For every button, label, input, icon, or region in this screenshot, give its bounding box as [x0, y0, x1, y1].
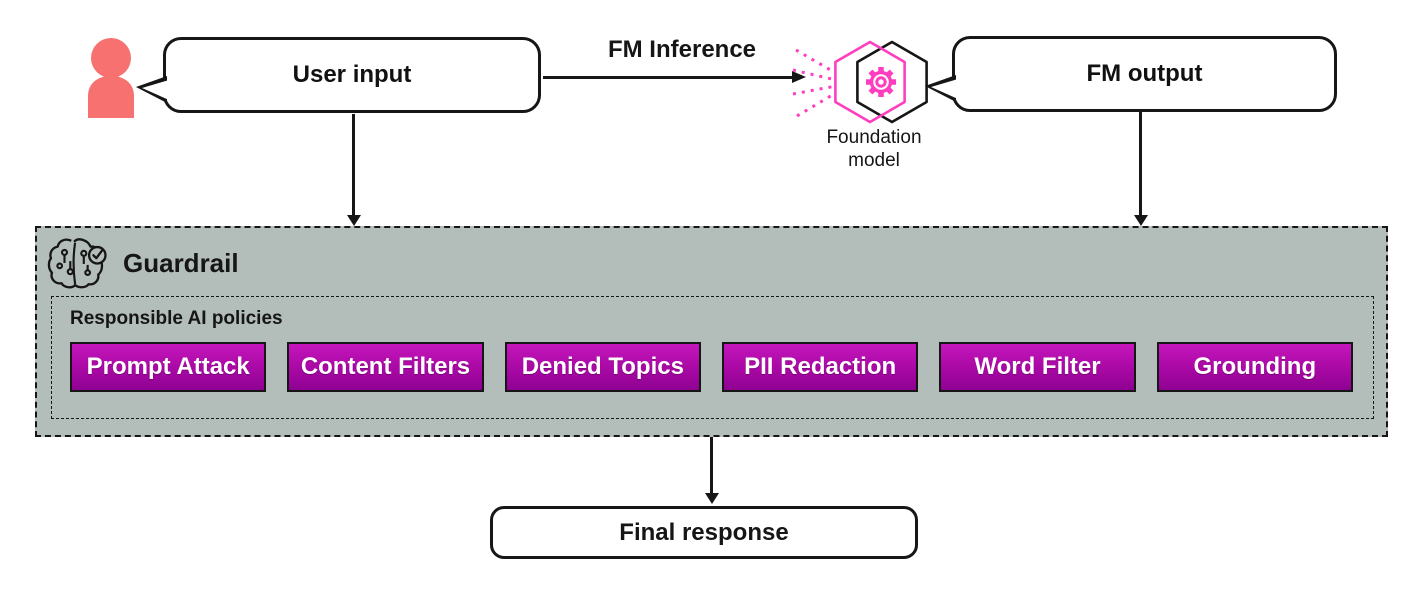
- arrowhead-right-icon: [792, 71, 806, 83]
- responsible-ai-policies-box: Responsible AI policies Prompt Attack Co…: [51, 296, 1374, 419]
- arrowhead-down-icon: [1133, 215, 1148, 226]
- fm-inference-label: FM Inference: [607, 36, 757, 63]
- policy-grounding: Grounding: [1156, 342, 1353, 392]
- final-response-box: Final response: [490, 506, 918, 559]
- guardrail-box: Guardrail Responsible AI policies Prompt…: [35, 226, 1388, 437]
- user-icon: [82, 38, 140, 118]
- arrowhead-down-icon: [346, 215, 361, 226]
- fm-output-to-guardrail-arrow: [1133, 112, 1148, 226]
- responsible-ai-policies-title: Responsible AI policies: [70, 308, 283, 329]
- policy-content-filters: Content Filters: [287, 342, 484, 392]
- arrowhead-down-icon: [704, 493, 719, 504]
- guardrail-title: Guardrail: [123, 247, 239, 278]
- user-input-bubble: User input: [136, 37, 541, 113]
- final-response-label: Final response: [619, 518, 789, 546]
- policies-row: Prompt Attack Content Filters Denied Top…: [70, 342, 1353, 392]
- fm-output-label: FM output: [1086, 60, 1203, 87]
- guardrail-to-final-response-arrow: [704, 437, 719, 504]
- user-input-label: User input: [292, 61, 412, 88]
- policy-pii-redaction: PII Redaction: [721, 342, 919, 392]
- bubble-tail-fill: [142, 80, 169, 100]
- policy-prompt-attack: Prompt Attack: [70, 342, 267, 392]
- policy-denied-topics: Denied Topics: [504, 342, 701, 392]
- bubble-tail-fill: [931, 79, 958, 99]
- brain-circuit-icon: [47, 236, 109, 290]
- guardrail-header: Guardrail: [47, 236, 239, 290]
- foundation-model-label: Foundation model: [826, 127, 922, 171]
- fm-inference-arrow: [543, 71, 806, 83]
- fm-output-bubble: FM output: [925, 36, 1337, 112]
- user-input-to-guardrail-arrow: [346, 114, 361, 226]
- foundation-model-icon: [792, 34, 928, 130]
- policy-word-filter: Word Filter: [939, 342, 1136, 392]
